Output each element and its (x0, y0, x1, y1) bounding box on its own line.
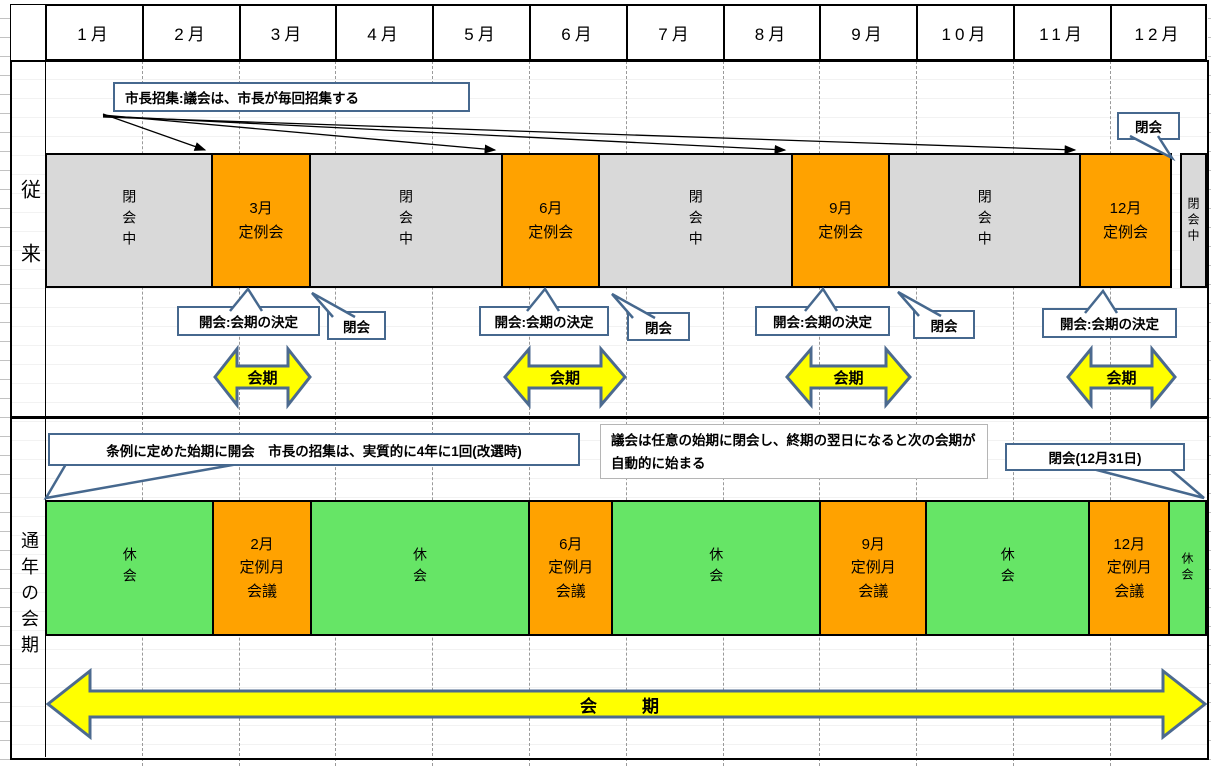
month-boundary-line (1013, 61, 1014, 766)
callout-tail (803, 286, 838, 312)
callout-tail (1084, 288, 1119, 314)
yearround-recess-bar: 休会 (45, 500, 215, 636)
label-column-divider (45, 60, 46, 757)
yearround-session-bar-september: 9月 定例月 会議 (819, 500, 928, 636)
session-period-arrow: 会期 (213, 344, 312, 410)
month-boundary-line (335, 61, 336, 766)
diagram-outer-border (10, 60, 1209, 760)
month-header: 10月 (916, 4, 1015, 61)
legacy-recess-bar: 閉会中 (45, 153, 214, 288)
yearround-recess-bar: 休会 (1168, 500, 1207, 636)
opening-callout: 開会:会期の決定 (177, 286, 320, 336)
session-period-arrow: 会期 (1066, 344, 1177, 410)
month-header: 6月 (529, 4, 628, 61)
mayor-convocation-text: 市長招集:議会は、市長が毎回招集する (125, 91, 359, 106)
yearround-note: 議会は任意の始期に閉会し、終期の翌日になると次の会期が自動的に始まる (600, 424, 988, 479)
yearround-session-bar-december: 12月 定例月 会議 (1088, 500, 1171, 636)
month-boundary-line (723, 61, 724, 766)
session-period-arrow: 会期 (503, 344, 627, 410)
yearround-session-bar-june: 6月 定例月 会議 (528, 500, 614, 636)
yearround-closing-callout: 閉会(12月31日) (1005, 443, 1185, 471)
month-header: 2月 (142, 4, 241, 61)
row-label-legacy: 従来 (17, 179, 40, 307)
month-boundary-line (1110, 61, 1111, 766)
month-header: 8月 (723, 4, 821, 61)
legacy-session-bar-june: 6月 定例会 (501, 153, 601, 288)
month-header: 12月 (1110, 4, 1207, 61)
yearround-recess-bar: 休会 (925, 500, 1091, 636)
month-header: 1月 (45, 4, 144, 61)
right-gridline-strip (1208, 0, 1211, 769)
month-boundary-line (819, 61, 820, 766)
month-boundary-line (529, 61, 530, 766)
month-boundary-line (239, 61, 240, 766)
mayor-convocation-callout: 市長招集:議会は、市長が毎回招集する (113, 82, 470, 112)
month-boundary-line (432, 61, 433, 766)
legacy-recess-bar: 閉会中 (888, 153, 1082, 288)
month-header: 11月 (1013, 4, 1112, 61)
session-period-arrow: 会期 (785, 344, 912, 410)
callout-tail (897, 290, 942, 318)
closing-callout: 閉会 (611, 292, 690, 341)
legacy-recess-bar: 閉会中 (308, 153, 504, 288)
callout-tail (1129, 134, 1176, 162)
callout-tail (611, 292, 656, 320)
yearround-session-bar-february: 2月 定例月 会議 (212, 500, 312, 636)
yearround-opening-callout: 条例に定めた始期に開会 市長の招集は、実質的に4年に1回(改選時) (48, 433, 580, 466)
opening-callout: 開会:会期の決定 (1042, 288, 1177, 338)
legacy-session-bar-march: 3月 定例会 (211, 153, 311, 288)
callout-tail (311, 291, 356, 319)
closing-callout-december: 閉会 (1117, 112, 1180, 162)
yearround-recess-bar: 休会 (309, 500, 531, 636)
legacy-session-bar-september: 9月 定例会 (791, 153, 891, 288)
yearround-recess-bar: 休会 (611, 500, 822, 636)
callout-beak (1092, 467, 1205, 500)
closing-callout: 閉会 (311, 291, 386, 340)
left-gridline-strip (0, 0, 10, 769)
month-header: 4月 (335, 4, 434, 61)
month-boundary-line (142, 61, 143, 766)
section-divider (10, 416, 1207, 419)
full-year-period-arrow: 会 期 (45, 667, 1208, 741)
month-boundary-line (916, 61, 917, 766)
month-header: 9月 (819, 4, 918, 61)
legacy-session-bar-december: 12月 定例会 (1079, 153, 1172, 288)
month-boundary-line (626, 61, 627, 766)
month-header: 3月 (239, 4, 337, 61)
row-label-yearround: 通年の会期 (19, 531, 39, 662)
closing-callout-text: 閉会 (1135, 120, 1162, 135)
legacy-recess-bar: 閉会中 (1180, 153, 1207, 288)
opening-callout: 開会:会期の決定 (479, 286, 609, 336)
callout-tail (228, 286, 263, 312)
month-header: 7月 (626, 4, 725, 61)
callout-tail (526, 286, 561, 312)
opening-callout: 開会:会期の決定 (755, 286, 890, 336)
header-corner-cell (10, 4, 47, 61)
callout-beak (43, 462, 239, 500)
closing-callout: 閉会 (897, 290, 975, 339)
month-header: 5月 (432, 4, 531, 61)
legacy-recess-bar: 閉会中 (598, 153, 794, 288)
